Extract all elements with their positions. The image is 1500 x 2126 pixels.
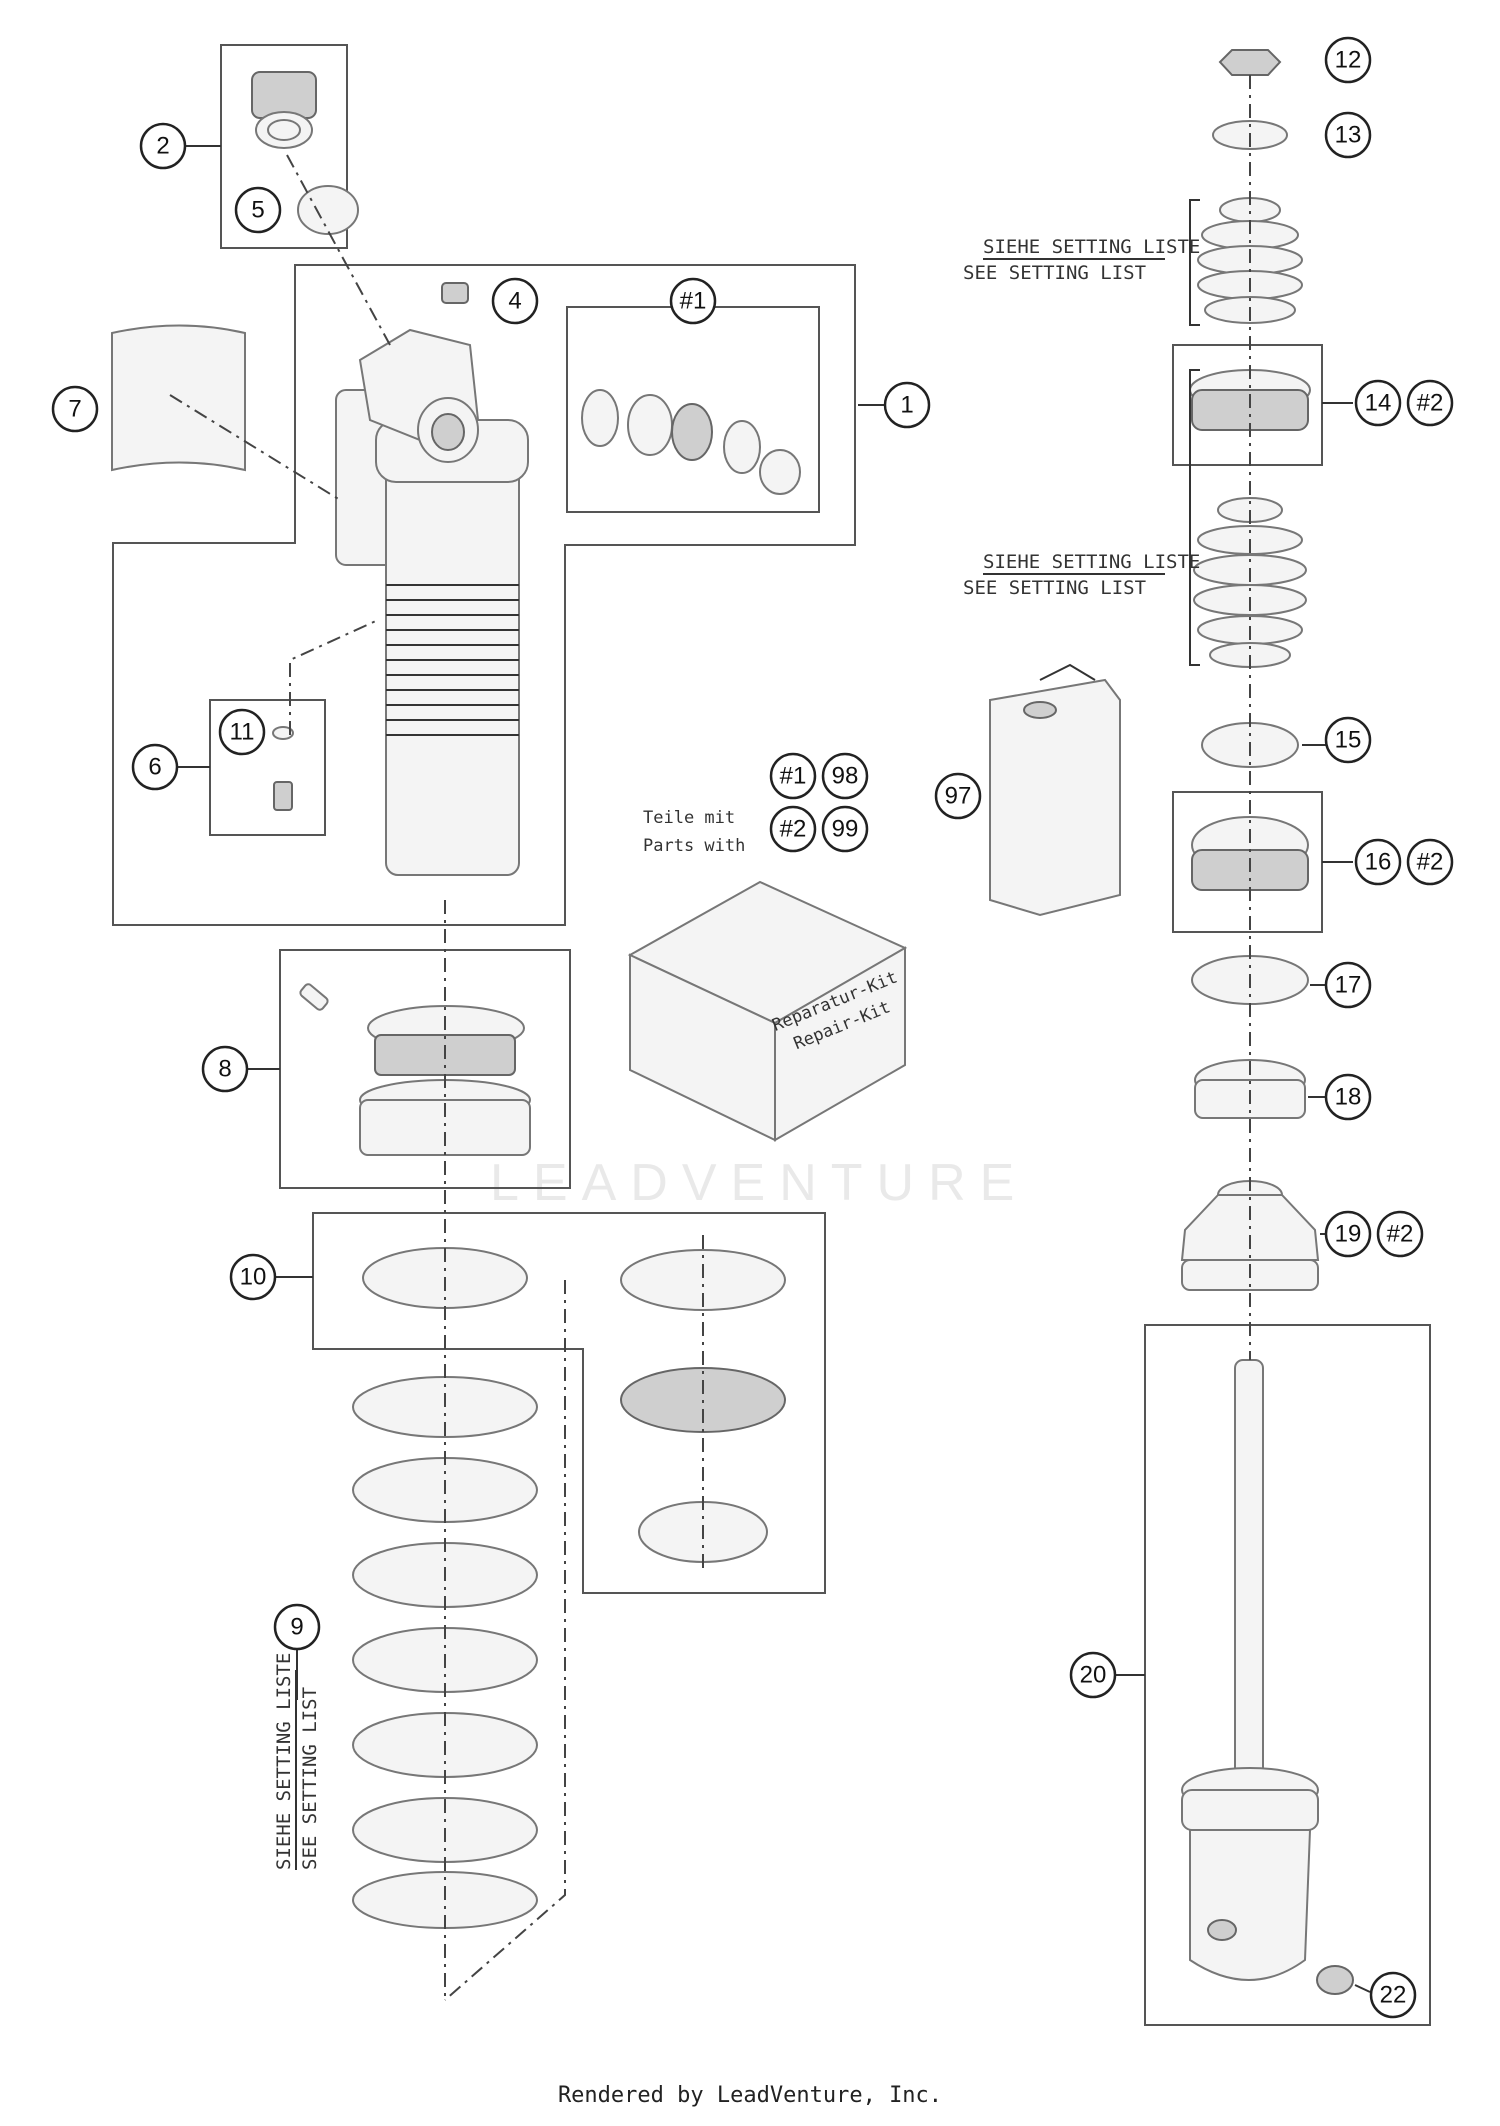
repair-kit-box: Reparatur-Kit Repair-Kit bbox=[627, 880, 908, 1142]
note-siehe-2: SIEHE SETTING LISTE bbox=[983, 551, 1200, 573]
svg-text:13: 13 bbox=[1335, 122, 1362, 149]
svg-text:97: 97 bbox=[945, 783, 972, 810]
callout-20: 20 bbox=[1069, 1651, 1117, 1699]
callout-hash2-d: #2 bbox=[1376, 1210, 1424, 1258]
callout-14: 14 bbox=[1354, 379, 1402, 427]
svg-text:5: 5 bbox=[251, 197, 264, 224]
part-5-oring bbox=[297, 185, 359, 235]
callout-2: 2 bbox=[139, 122, 187, 170]
part-8-spring-adjuster bbox=[299, 983, 531, 1156]
part-7-sleeve bbox=[111, 324, 246, 472]
svg-text:11: 11 bbox=[230, 719, 255, 746]
svg-text:#2: #2 bbox=[1417, 849, 1444, 876]
svg-text:#2: #2 bbox=[1417, 390, 1444, 417]
kit-1-seal-parts bbox=[581, 389, 801, 495]
callout-18: 18 bbox=[1324, 1073, 1372, 1121]
svg-text:22: 22 bbox=[1380, 1982, 1407, 2009]
callout-11: 11 bbox=[218, 708, 266, 756]
callout-9: 9 bbox=[273, 1603, 321, 1651]
callout-12: 12 bbox=[1324, 36, 1372, 84]
note-see-2: SEE SETTING LIST bbox=[963, 577, 1146, 599]
svg-text:15: 15 bbox=[1335, 727, 1362, 754]
svg-text:98: 98 bbox=[832, 763, 859, 790]
callout-22: 22 bbox=[1369, 1971, 1417, 2019]
svg-text:6: 6 bbox=[148, 754, 161, 781]
callout-1: 1 bbox=[883, 381, 931, 429]
callout-hash1-a: #1 bbox=[669, 277, 717, 325]
svg-text:8: 8 bbox=[218, 1056, 231, 1083]
callout-97: 97 bbox=[934, 772, 982, 820]
svg-text:14: 14 bbox=[1365, 390, 1392, 417]
callout-hash1-b: #1 bbox=[769, 752, 817, 800]
part-12-nut bbox=[1218, 49, 1282, 76]
part-22-bushing bbox=[1316, 1965, 1354, 1995]
watermark: LEADVENTURE bbox=[490, 1154, 1028, 1212]
note-siehe-1: SIEHE SETTING LISTE bbox=[983, 236, 1200, 258]
note-teile-mit: Teile mit bbox=[643, 808, 735, 828]
callout-hash2-c: #2 bbox=[1406, 838, 1454, 886]
part-20-piston-rod bbox=[1181, 1359, 1319, 1981]
callout-99: 99 bbox=[821, 805, 869, 853]
part-6-valve bbox=[272, 726, 294, 811]
svg-text:#1: #1 bbox=[780, 763, 807, 790]
callout-19: 19 bbox=[1324, 1210, 1372, 1258]
svg-text:#2: #2 bbox=[780, 816, 807, 843]
callout-13: 13 bbox=[1324, 111, 1372, 159]
svg-text:99: 99 bbox=[832, 816, 859, 843]
part-2-valve bbox=[251, 71, 317, 149]
callout-7: 7 bbox=[51, 385, 99, 433]
note-see-3: SEE SETTING LIST bbox=[299, 1687, 321, 1870]
callout-10: 10 bbox=[229, 1253, 277, 1301]
callout-hash2-a: #2 bbox=[769, 805, 817, 853]
callout-8: 8 bbox=[201, 1045, 249, 1093]
svg-text:7: 7 bbox=[68, 396, 81, 423]
callout-5: 5 bbox=[234, 186, 282, 234]
svg-text:18: 18 bbox=[1335, 1084, 1362, 1111]
callout-17: 17 bbox=[1324, 961, 1372, 1009]
callout-16: 16 bbox=[1354, 838, 1402, 886]
shock-absorber-body bbox=[335, 328, 529, 876]
svg-text:#2: #2 bbox=[1387, 1221, 1414, 1248]
part-97-oil-can bbox=[989, 663, 1121, 917]
svg-text:17: 17 bbox=[1335, 972, 1362, 999]
svg-text:10: 10 bbox=[240, 1264, 267, 1291]
part-4-cap bbox=[441, 282, 469, 304]
note-see-1: SEE SETTING LIST bbox=[963, 262, 1146, 284]
shim-stack-upper bbox=[1197, 197, 1303, 324]
callout-98: 98 bbox=[821, 752, 869, 800]
svg-text:20: 20 bbox=[1080, 1662, 1107, 1689]
box-part-1 bbox=[112, 264, 856, 926]
svg-text:2: 2 bbox=[156, 133, 169, 160]
svg-text:12: 12 bbox=[1335, 47, 1362, 74]
note-parts-with: Parts with bbox=[643, 836, 745, 856]
box-part-10 bbox=[312, 1212, 826, 1594]
svg-text:9: 9 bbox=[290, 1614, 303, 1641]
svg-text:19: 19 bbox=[1335, 1221, 1362, 1248]
svg-text:#1: #1 bbox=[680, 288, 707, 315]
svg-text:1: 1 bbox=[900, 392, 913, 419]
callout-hash2-b: #2 bbox=[1406, 379, 1454, 427]
callout-6: 6 bbox=[131, 743, 179, 791]
footer-credit: Rendered by LeadVenture, Inc. bbox=[557, 2083, 943, 2108]
svg-text:4: 4 bbox=[508, 288, 521, 315]
box-part-14 bbox=[1172, 344, 1323, 466]
callout-4: 4 bbox=[491, 277, 539, 325]
svg-text:16: 16 bbox=[1365, 849, 1392, 876]
callout-15: 15 bbox=[1324, 716, 1372, 764]
note-siehe-3: SIEHE SETTING LISTE bbox=[273, 1653, 295, 1870]
